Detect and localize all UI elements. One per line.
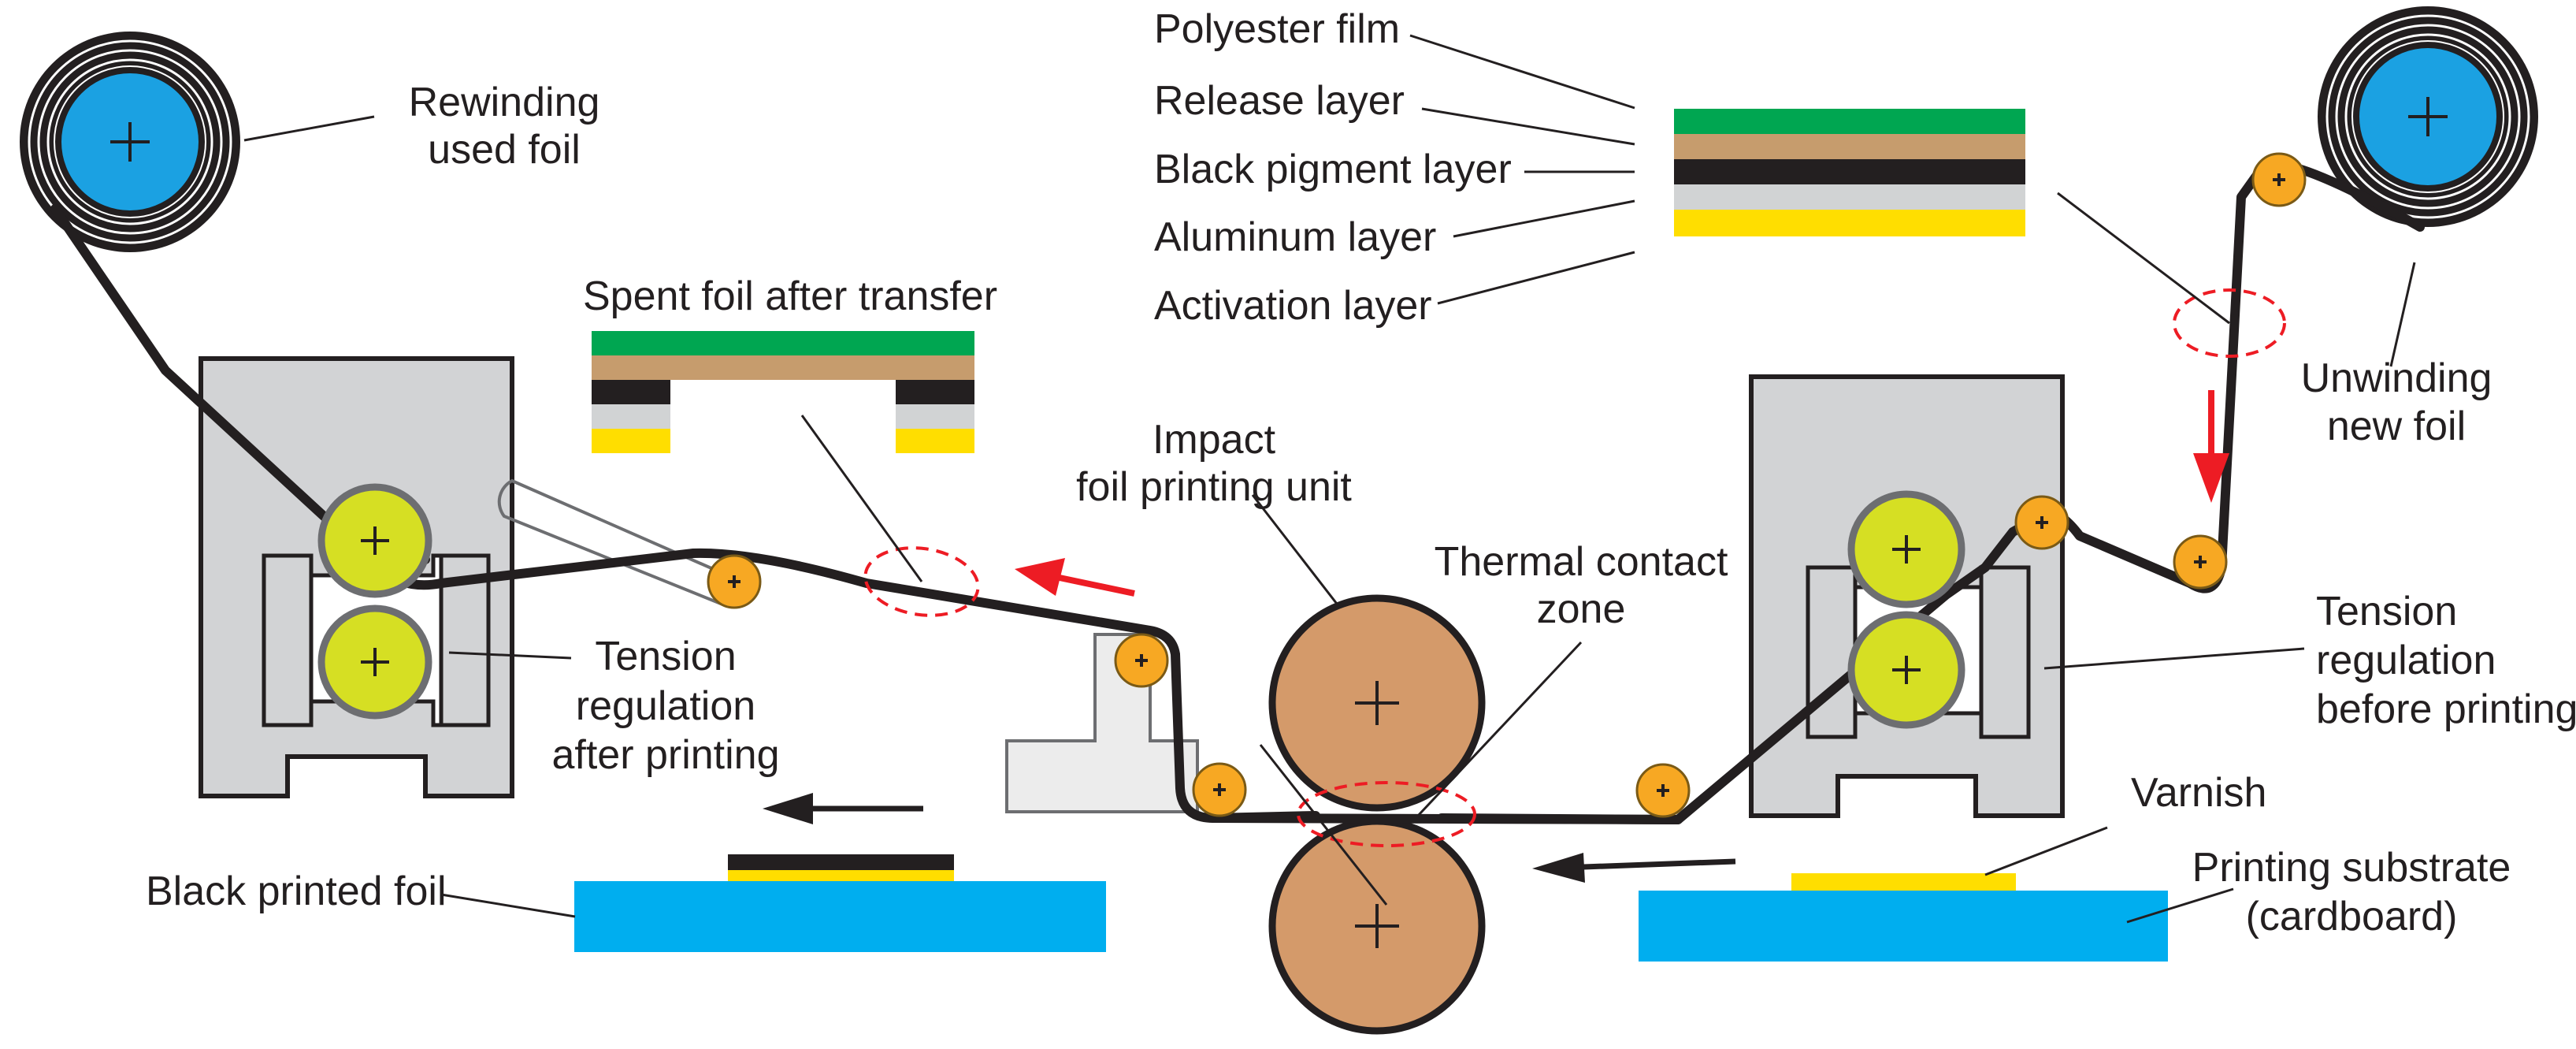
label-rewinding-line2: used foil bbox=[428, 127, 581, 173]
spent-aluminum-right bbox=[896, 404, 974, 429]
label-tension-before-line2: regulation bbox=[2316, 638, 2496, 683]
idler-roller-3 bbox=[1192, 762, 1247, 817]
layer-aluminum bbox=[1674, 184, 2025, 210]
spent-foil-stack bbox=[592, 331, 974, 453]
label-unwinding-line2: new foil bbox=[2327, 404, 2466, 449]
varnish-strip bbox=[1791, 873, 2016, 891]
unwinding-spool bbox=[2318, 6, 2538, 227]
spent-release bbox=[592, 355, 974, 380]
layer-black-pigment bbox=[1674, 159, 2025, 184]
idler-roller-7 bbox=[2251, 152, 2307, 207]
idler-roller-2 bbox=[1114, 633, 1169, 688]
leader-lines bbox=[243, 34, 2416, 924]
impact-drum-top bbox=[1268, 594, 1486, 812]
label-black-printed-foil: Black printed foil bbox=[146, 869, 447, 914]
foil-path-contact bbox=[1208, 813, 1683, 824]
label-spent-foil: Spent foil after transfer bbox=[583, 273, 997, 319]
label-substrate-line1: Printing substrate bbox=[2192, 845, 2511, 891]
spent-polyester bbox=[592, 331, 974, 355]
label-unwinding-line1: Unwinding bbox=[2301, 355, 2492, 401]
spent-activation-left bbox=[592, 429, 670, 453]
label-thermal-contact-line1: Thermal contact bbox=[1435, 539, 1728, 585]
spent-black-right bbox=[896, 380, 974, 404]
arrow-spent-foil-direction bbox=[1015, 558, 1135, 597]
substrate-right bbox=[1639, 891, 2168, 962]
new-foil-highlight bbox=[2173, 288, 2286, 358]
thermal-contact-highlight bbox=[1297, 781, 1476, 847]
label-tension-after-line1: Tension bbox=[595, 634, 736, 679]
label-impact-unit-line2: foil printing unit bbox=[1076, 464, 1352, 510]
label-impact-unit-line1: Impact bbox=[1153, 417, 1276, 463]
printed-activation-strip bbox=[728, 870, 954, 881]
foil-guide-block bbox=[1005, 633, 1199, 813]
idler-roller-4 bbox=[1635, 763, 1691, 818]
label-tension-after-line3: after printing bbox=[551, 732, 779, 778]
spent-aluminum-left bbox=[592, 404, 670, 429]
label-black-pigment: Black pigment layer bbox=[1154, 147, 1512, 192]
idler-roller-5 bbox=[2014, 495, 2069, 550]
spent-black-left bbox=[592, 380, 670, 404]
impact-drum-bottom bbox=[1268, 817, 1486, 1035]
substrate-left bbox=[574, 881, 1106, 952]
tension-roller-right-top bbox=[1847, 490, 1965, 608]
idler-roller-1 bbox=[707, 554, 762, 609]
foil-layer-stack bbox=[1674, 109, 2025, 236]
label-activation: Activation layer bbox=[1154, 283, 1432, 329]
arrow-new-foil-direction bbox=[2193, 390, 2229, 503]
tension-roller-right-bottom bbox=[1847, 611, 1965, 729]
rewinding-spool bbox=[20, 32, 240, 252]
label-thermal-contact-line2: zone bbox=[1537, 586, 1626, 632]
arrow-substrate-direction-right bbox=[1532, 853, 1736, 883]
layer-polyester bbox=[1674, 109, 2025, 134]
arrow-substrate-direction-left bbox=[763, 793, 923, 824]
layer-activation bbox=[1674, 210, 2025, 236]
label-tension-before-line3: before printing bbox=[2316, 686, 2576, 732]
tension-roller-left-bottom bbox=[317, 604, 432, 720]
idler-roller-6 bbox=[2173, 534, 2228, 590]
tension-roller-left-top bbox=[317, 483, 432, 598]
label-tension-before-line1: Tension bbox=[2316, 589, 2457, 634]
spent-foil-highlight bbox=[863, 546, 980, 617]
label-varnish: Varnish bbox=[2131, 770, 2266, 816]
label-aluminum: Aluminum layer bbox=[1154, 214, 1436, 260]
layer-release bbox=[1674, 134, 2025, 159]
label-release: Release layer bbox=[1154, 78, 1405, 124]
label-substrate-line2: (cardboard) bbox=[2246, 894, 2458, 939]
spent-activation-right bbox=[896, 429, 974, 453]
label-tension-after-line2: regulation bbox=[576, 683, 755, 729]
label-rewinding-line1: Rewinding bbox=[409, 80, 600, 125]
label-polyester: Polyester film bbox=[1154, 6, 1400, 52]
black-printed-foil-strip bbox=[728, 854, 954, 870]
